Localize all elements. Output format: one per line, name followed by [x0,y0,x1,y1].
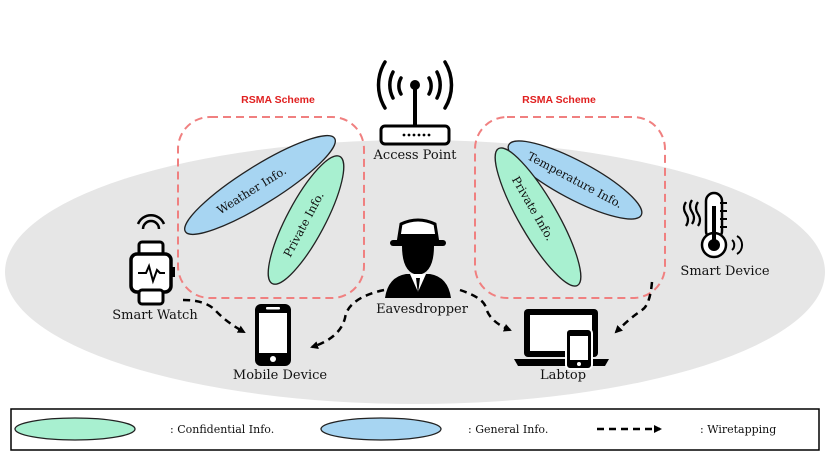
legend-confidential-swatch [14,417,136,441]
mobile-device-icon [255,304,291,366]
laptop-label: Labtop [540,368,586,383]
eavesdropper-label: Eavesdropper [376,302,469,317]
smart-watch-icon [129,214,175,306]
rsma-label-right: RSMA Scheme [522,94,596,106]
laptop-icon [514,309,609,370]
smart-watch-label: Smart Watch [112,308,198,323]
wiretap-to-mobile [310,288,385,349]
rsma-label-left: RSMA Scheme [241,94,315,106]
legend-wiretapping-label: : Wiretapping [700,423,776,436]
legend-general-swatch [320,417,442,441]
thermometer-icon [682,191,744,259]
smart-device-label: Smart Device [680,264,769,279]
link-device-to-laptop [614,281,654,334]
eavesdropper-icon [385,218,451,298]
access-point-icon [376,60,454,146]
wiretap-to-laptop [459,288,512,332]
legend: : Confidential Info. : General Info. : W… [10,408,820,451]
legend-confidential-label: : Confidential Info. [170,423,274,436]
legend-general-label: : General Info. [468,423,548,436]
rsma-box-right [474,116,666,299]
mobile-device-label: Mobile Device [233,368,327,383]
access-point-label: Access Point [373,148,458,163]
